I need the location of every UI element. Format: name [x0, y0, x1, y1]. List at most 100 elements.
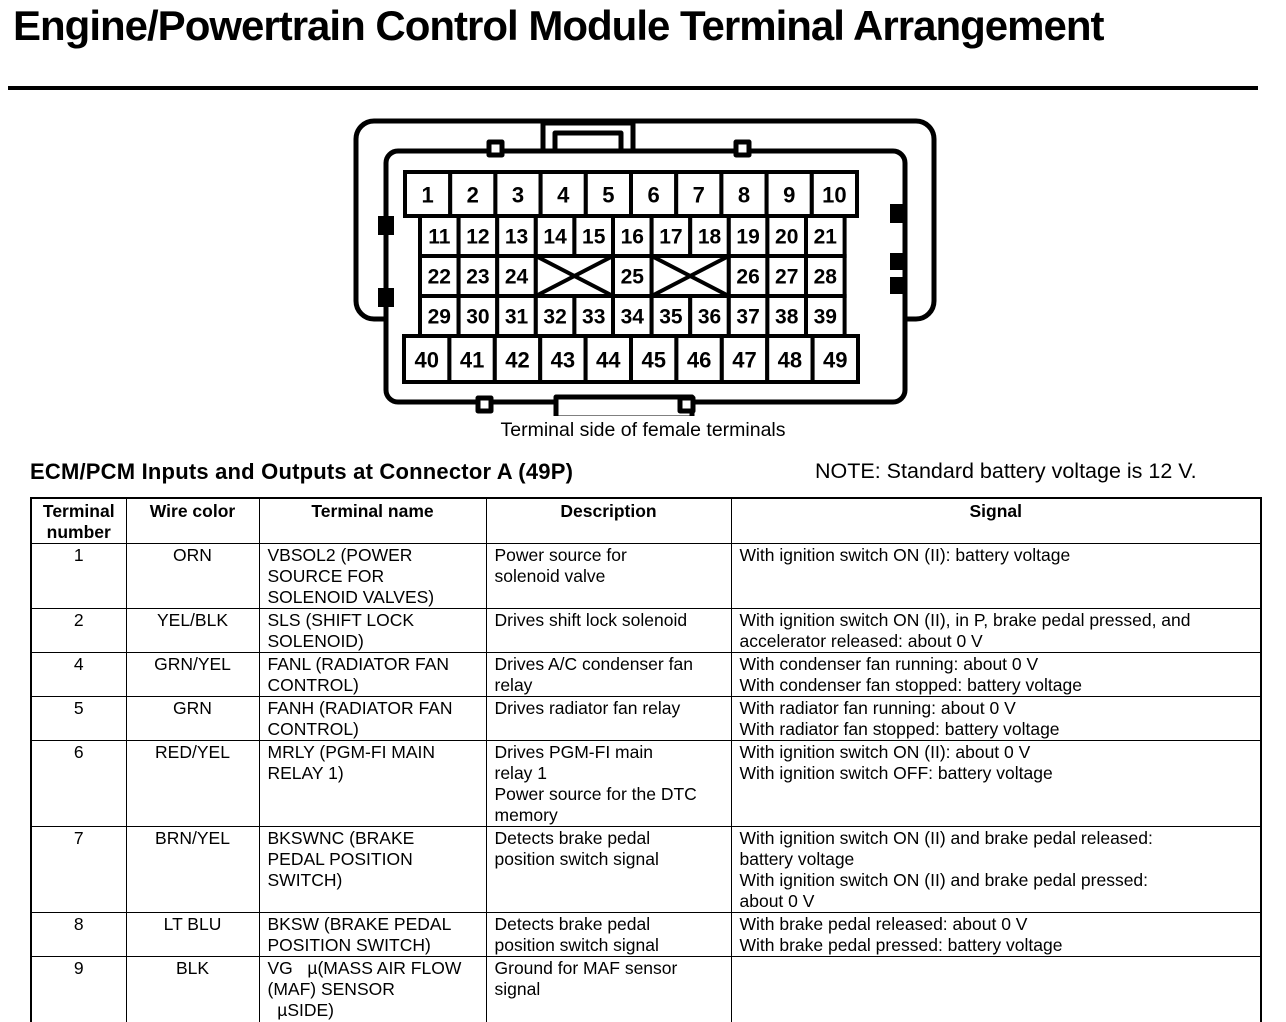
- pin-cell-43: [538, 334, 588, 384]
- cell-terminal: 5: [30, 696, 127, 741]
- column-header-terminal_name: Terminal name: [258, 497, 487, 544]
- pin-number: 23: [466, 266, 489, 289]
- pin-number: 49: [823, 348, 847, 373]
- cell-signal: With ignition switch ON (II): battery vo…: [730, 543, 1262, 609]
- pin-cell-45: [629, 334, 679, 384]
- pin-number: 39: [814, 306, 837, 329]
- pin-number: 14: [543, 226, 567, 249]
- cell-terminal_name: FANL (RADIATOR FAN CONTROL): [258, 652, 487, 697]
- cell-description: Drives radiator fan relay: [485, 696, 732, 741]
- cell-wire_color: RED/YEL: [125, 740, 260, 827]
- pin-number: 40: [414, 348, 438, 373]
- pin-number: 11: [428, 226, 451, 249]
- side-tab-right-middle: [890, 253, 906, 270]
- pin-number: 48: [778, 348, 802, 373]
- cell-wire_color: YEL/BLK: [125, 608, 260, 653]
- pin-number: 20: [775, 226, 798, 249]
- cell-description: Drives shift lock solenoid: [485, 608, 732, 653]
- side-tab-left-lower: [378, 288, 394, 307]
- pin-cell-48: [765, 334, 815, 384]
- cell-signal: With ignition switch ON (II) and brake p…: [730, 826, 1262, 913]
- pin-number: 21: [814, 226, 838, 249]
- pin-cell-49: [810, 334, 861, 384]
- pin-number: 9: [783, 183, 795, 208]
- cell-terminal_name: VG µ(MASS AIR FLOW (MAF) SENSOR µSIDE): [258, 956, 487, 1022]
- pin-number: 17: [659, 226, 682, 249]
- pin-number: 8: [738, 183, 750, 208]
- pin-number: 26: [736, 266, 759, 289]
- cell-terminal: 8: [30, 912, 127, 957]
- pin-number: 15: [582, 226, 606, 249]
- pin-number: 25: [621, 266, 645, 289]
- cell-terminal_name: VBSOL2 (POWER SOURCE FOR SOLENOID VALVES…: [258, 543, 487, 609]
- pin-number: 29: [428, 306, 451, 329]
- keying-notch-bottom-right: [677, 395, 696, 414]
- cell-description: Detects brake pedal position switch sign…: [485, 912, 732, 957]
- side-tab-right-lower: [890, 277, 906, 294]
- pin-number: 18: [698, 226, 722, 249]
- cell-description: Ground for MAF sensor signal: [485, 956, 732, 1022]
- cell-terminal_name: FANH (RADIATOR FAN CONTROL): [258, 696, 487, 741]
- pin-number: 28: [814, 266, 838, 289]
- connector-bottom-tab: [553, 394, 695, 421]
- pin-number: 36: [698, 306, 721, 329]
- pin-number: 6: [647, 183, 659, 208]
- column-header-terminal: Terminal number: [30, 497, 127, 544]
- cell-terminal: 9: [30, 956, 127, 1022]
- pin-number: 22: [428, 266, 451, 289]
- pin-number: 38: [775, 306, 799, 329]
- cell-signal: [730, 956, 1262, 1022]
- cell-description: Detects brake pedal position switch sign…: [485, 826, 732, 913]
- column-header-signal: Signal: [730, 497, 1262, 544]
- keying-notch-bottom-left: [475, 395, 494, 414]
- pin-number: 33: [582, 306, 605, 329]
- pin-number: 7: [693, 183, 705, 208]
- title-divider: [8, 86, 1258, 90]
- keying-notch-top-left: [486, 139, 505, 158]
- cell-terminal: 6: [30, 740, 127, 827]
- pin-number: 35: [659, 306, 683, 329]
- pin-number: 37: [736, 306, 759, 329]
- cell-terminal_name: SLS (SHIFT LOCK SOLENOID): [258, 608, 487, 653]
- pin-number: 27: [775, 266, 798, 289]
- pin-number: 43: [551, 348, 575, 373]
- pin-cell-8: [719, 170, 769, 218]
- cell-signal: With brake pedal released: about 0 V Wit…: [730, 912, 1262, 957]
- pin-number: 45: [641, 348, 665, 373]
- cell-wire_color: GRN: [125, 696, 260, 741]
- section-title: ECM/PCM Inputs and Outputs at Connector …: [30, 459, 574, 484]
- pin-number: 30: [466, 306, 489, 329]
- cell-signal: With ignition switch ON (II): about 0 V …: [730, 740, 1262, 827]
- pin-number: 31: [505, 306, 529, 329]
- pin-number: 42: [505, 348, 529, 373]
- cell-description: Power source for solenoid valve: [485, 543, 732, 609]
- pin-number: 3: [512, 183, 524, 208]
- cell-signal: With ignition switch ON (II), in P, brak…: [730, 608, 1262, 653]
- pin-number: 41: [460, 348, 484, 373]
- side-tab-right-upper: [890, 204, 906, 223]
- pin-number: 12: [466, 226, 489, 249]
- pin-number: 19: [736, 226, 759, 249]
- pin-number: 34: [621, 306, 645, 329]
- blank-pin-cross: [534, 254, 614, 298]
- cell-signal: With radiator fan running: about 0 V Wit…: [730, 696, 1262, 741]
- pin-number: 32: [543, 306, 566, 329]
- pin-cell-42: [492, 334, 543, 384]
- cell-wire_color: GRN/YEL: [125, 652, 260, 697]
- cell-wire_color: LT BLU: [125, 912, 260, 957]
- note-text: NOTE: Standard battery voltage is 12 V.: [815, 459, 1197, 483]
- pin-cell-40: [402, 334, 452, 384]
- cell-wire_color: BLK: [125, 956, 260, 1022]
- cell-terminal: 4: [30, 652, 127, 697]
- pin-cell-41: [447, 334, 497, 384]
- cell-wire_color: BRN/YEL: [125, 826, 260, 913]
- cell-terminal: 2: [30, 608, 127, 653]
